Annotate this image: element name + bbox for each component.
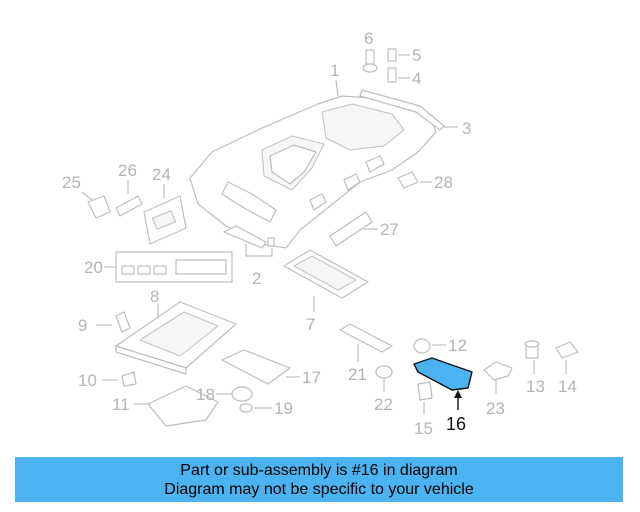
callout-8: 8 — [150, 287, 159, 306]
callout-2: 2 — [252, 269, 261, 288]
callout-18: 18 — [196, 385, 215, 404]
callout-10: 10 — [78, 371, 97, 390]
callout-1: 1 — [330, 61, 339, 80]
callout-3: 3 — [462, 119, 471, 138]
bracket-part-2 — [223, 225, 275, 249]
callout-23: 23 — [486, 399, 505, 418]
leader-2 — [245, 244, 273, 257]
callout-16: 16 — [446, 414, 466, 434]
callout-7: 7 — [306, 315, 315, 334]
console-panel-part-20 — [115, 251, 233, 283]
callout-13: 13 — [526, 377, 545, 396]
cap-part-18 — [231, 386, 253, 402]
sunshade-part-7 — [283, 249, 369, 299]
part-info-banner: Part or sub-assembly is #16 in diagram D… — [15, 457, 623, 502]
callout-11: 11 — [112, 395, 130, 414]
clip-part-4 — [387, 67, 397, 83]
callout-27: 27 — [380, 220, 399, 239]
callout-25: 25 — [62, 173, 81, 192]
lamp-part-10 — [121, 371, 137, 387]
clip-part-19 — [239, 403, 253, 413]
callout-21: 21 — [348, 365, 367, 384]
callout-15: 15 — [414, 419, 433, 438]
visor-part-24 — [143, 195, 187, 245]
callout-17: 17 — [302, 368, 321, 387]
clip-part-9 — [115, 311, 131, 333]
arrow-16-icon — [454, 390, 462, 398]
callout-5: 5 — [412, 46, 421, 65]
headliner-part — [189, 89, 445, 249]
callout-19: 19 — [274, 399, 293, 418]
console-housing-part-8 — [115, 301, 237, 375]
clip-part-12 — [413, 338, 431, 354]
handle-part-28 — [397, 171, 419, 189]
callout-6: 6 — [364, 29, 373, 48]
callout-14: 14 — [558, 377, 577, 396]
clip-part-14 — [555, 341, 579, 359]
callout-26: 26 — [118, 161, 137, 180]
clip-part-5 — [387, 48, 397, 62]
clip-part-15 — [417, 381, 433, 401]
bin-part-11 — [147, 385, 219, 427]
callout-22: 22 — [374, 395, 393, 414]
bracket-part-23 — [483, 361, 513, 381]
callout-20: 20 — [84, 258, 103, 277]
parts-diagram: 1 3 6 5 4 2 28 27 7 25 26 — [62, 29, 579, 438]
pad-part-17 — [221, 349, 291, 385]
banner-line-2: Diagram may not be specific to your vehi… — [164, 481, 474, 498]
callout-28: 28 — [434, 173, 453, 192]
plate-part-21 — [339, 323, 393, 353]
banner-line-1: Part or sub-assembly is #16 in diagram — [180, 462, 458, 479]
fastener-part-13 — [524, 340, 540, 359]
callout-4: 4 — [412, 69, 421, 88]
handle-part-27 — [329, 211, 373, 247]
clip-part-6 — [362, 49, 378, 73]
light-part-26 — [115, 195, 143, 217]
callout-24: 24 — [152, 165, 171, 184]
leader-25 — [81, 191, 93, 201]
callout-12: 12 — [448, 336, 467, 355]
leader-1 — [335, 79, 339, 97]
hook-part-25 — [87, 195, 111, 219]
highlighted-part-16[interactable] — [413, 357, 473, 391]
callout-9: 9 — [78, 316, 87, 335]
cap-part-22 — [375, 365, 393, 379]
